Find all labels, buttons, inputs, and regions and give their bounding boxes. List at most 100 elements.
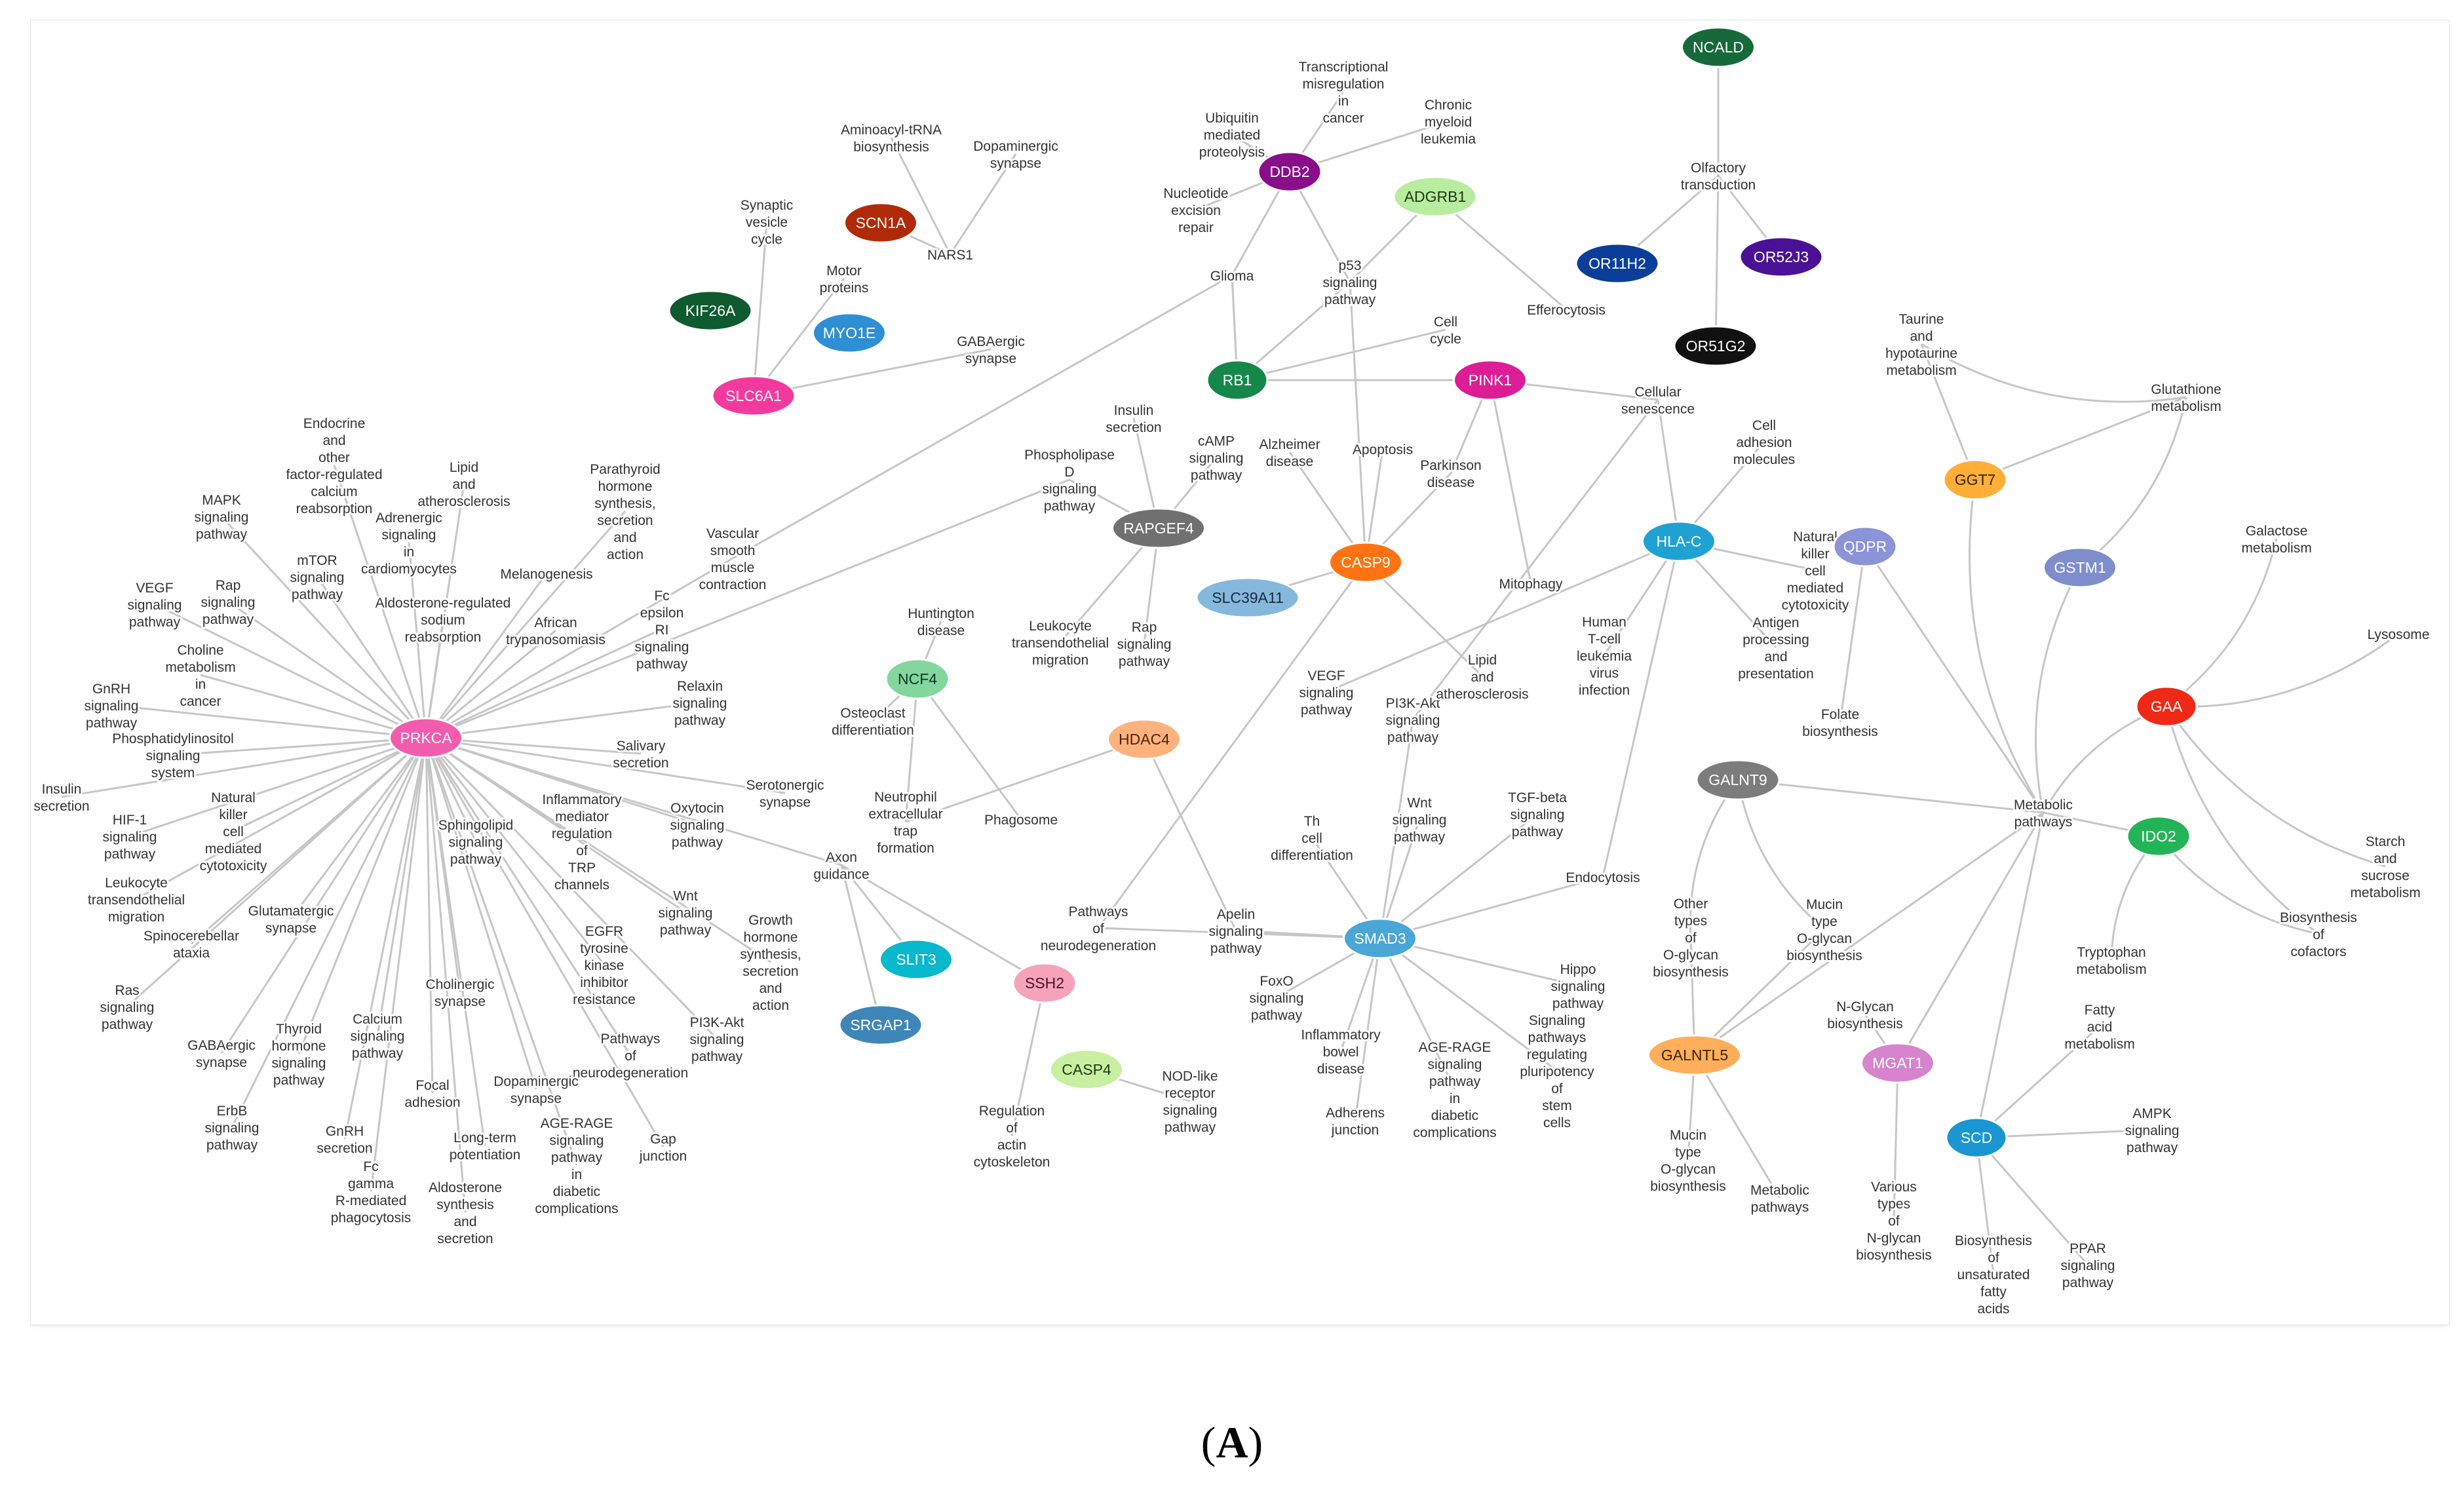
gene-node-label: GAA — [2151, 698, 2183, 715]
gene-node-label: KIF26A — [685, 302, 736, 319]
edge-RB1-p15 — [1237, 328, 1446, 381]
pathway-label: Efferocytosis — [1527, 303, 1606, 318]
edge-HDAC4-p77 — [905, 738, 1145, 823]
gene-node-label: SLC39A11 — [1212, 589, 1284, 606]
edge-NCF4-p78 — [916, 678, 1022, 820]
gene-node-myo1e: MYO1E — [812, 312, 887, 354]
gene-node-ido2: IDO2 — [2126, 815, 2191, 857]
gene-node-shape — [1860, 1042, 1935, 1084]
edge-GALNTL5-p109 — [1693, 928, 1826, 1056]
edge-PRKCA-p33 — [111, 704, 427, 739]
edge-GSTM1-p90 — [2035, 567, 2081, 813]
gene-node-shape — [1673, 325, 1758, 367]
gene-node-gstm1: GSTM1 — [2043, 547, 2117, 588]
pathway-label: Melanogenesis — [500, 567, 592, 582]
gene-node-slc39a11: SLC39A11 — [1195, 577, 1300, 619]
gene-node-shape — [1111, 507, 1206, 549]
gene-node-label: SCD — [1961, 1129, 1993, 1146]
gene-node-label: SSH2 — [1025, 974, 1064, 992]
gene-node-label: MYO1E — [823, 324, 876, 341]
gene-node-shape — [1393, 176, 1478, 218]
gene-node-label: GGT7 — [1955, 471, 1996, 488]
pathway-label: Endocytosis — [1566, 870, 1640, 885]
edge-GAA-p91 — [2165, 706, 2386, 868]
gene-node-label: CASP9 — [1341, 554, 1390, 571]
gene-node-ssh2: SSH2 — [1012, 962, 1077, 1004]
edge-PRKCA-p58 — [425, 737, 434, 1094]
gene-node-shape — [2135, 685, 2198, 727]
gene-node-scn1a: SCN1A — [843, 202, 918, 244]
edge-PRKCA-p44 — [290, 737, 427, 919]
edge-PRKCA-p49 — [425, 737, 771, 963]
edge-PRKCA-p37 — [233, 737, 427, 832]
gene-node-shape — [879, 938, 953, 980]
edge-PRKCA-p53 — [298, 737, 427, 1054]
gene-node-slit3: SLIT3 — [879, 938, 953, 980]
edge-GALNTL5-p114 — [1693, 1054, 1781, 1199]
gene-node-shape — [1107, 718, 1182, 760]
edge-NCF4-p77 — [904, 678, 919, 822]
edge-PRKCA-p61 — [425, 737, 486, 1146]
gene-node-label: NCALD — [1693, 39, 1744, 56]
edge-PRKCA-p57 — [231, 737, 427, 1128]
gene-node-label: HLA-C — [1656, 533, 1701, 550]
edge-QDPR-p90 — [1864, 546, 2045, 813]
edge-SSH2-p106 — [1011, 982, 1046, 1136]
gene-node-shape — [1681, 26, 1756, 68]
edge-p16-HLA-C — [1657, 399, 1680, 542]
edge-SMAD3-p103 — [1379, 937, 1558, 1072]
edge-ADGRB1-p14 — [1434, 195, 1567, 311]
edge-CASP9-p81 — [1364, 561, 1484, 678]
gene-node-shape — [885, 658, 950, 700]
gene-node-label: GALNTL5 — [1661, 1047, 1728, 1064]
gene-node-hdac4: HDAC4 — [1107, 718, 1182, 760]
gene-node-shape — [1832, 526, 1898, 568]
edge-GAA-p88 — [2166, 538, 2278, 708]
gene-node-shape — [1942, 459, 2008, 501]
edge-GALNT9-p90 — [1737, 779, 2044, 814]
network-edges — [61, 47, 2399, 1275]
edge-PRKCA-p59 — [425, 737, 537, 1090]
edge-PRKCA-p50 — [126, 737, 427, 1008]
gene-node-shape — [1328, 541, 1403, 583]
edge-PRKCA-p25 — [425, 573, 548, 739]
edge-p17-p18 — [1921, 343, 2187, 403]
gene-node-shape — [1642, 520, 1716, 562]
edge-PRKCA-p64 — [370, 737, 427, 1192]
